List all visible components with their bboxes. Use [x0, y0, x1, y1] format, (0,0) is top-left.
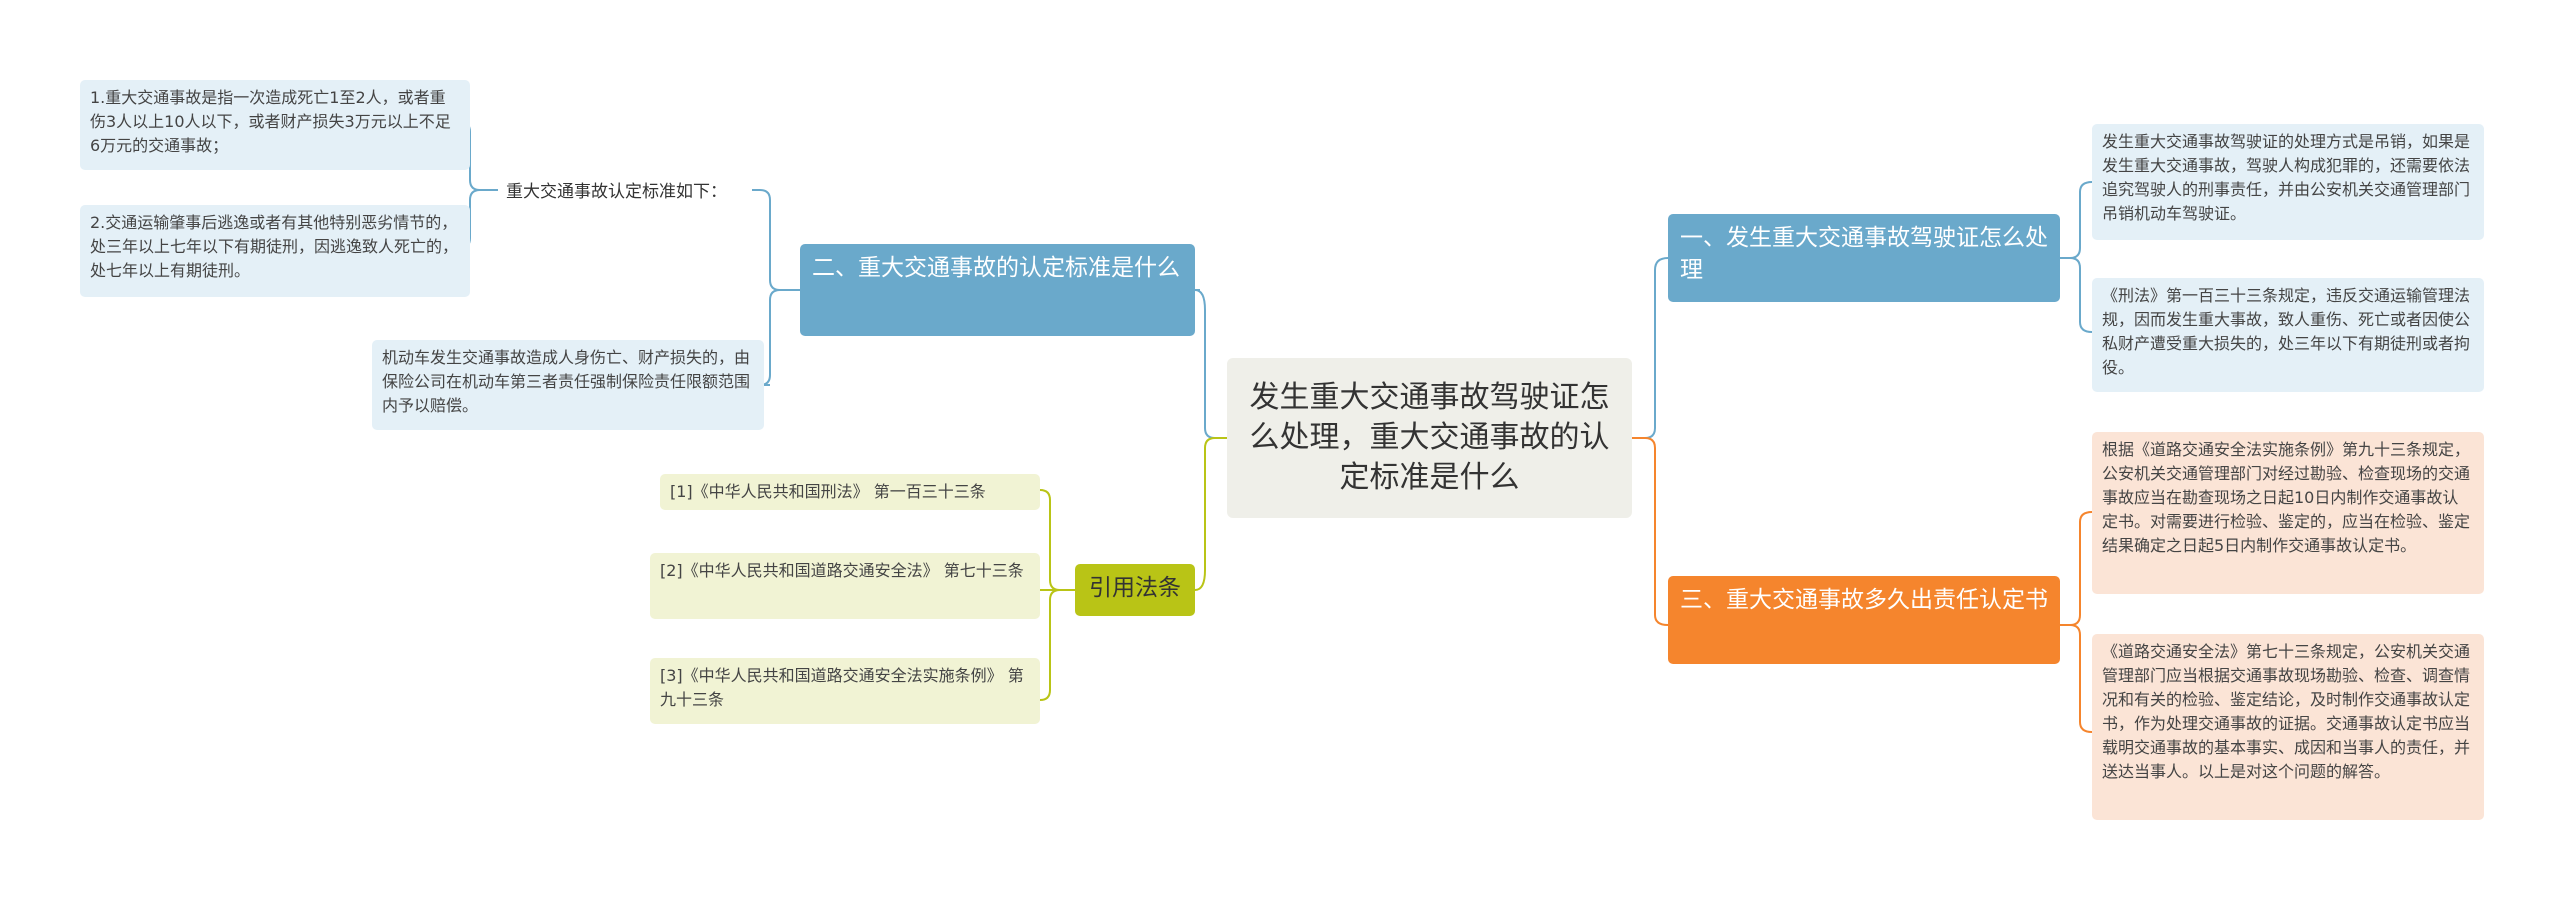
branch-cited-laws-label: 引用法条	[1089, 575, 1181, 601]
branch-responsibility-certificate[interactable]: 三、重大交通事故多久出责任认定书	[1668, 576, 2060, 664]
branch-recognition-standard-label: 二、重大交通事故的认定标准是什么	[812, 255, 1180, 281]
leaf-license-1[interactable]: 发生重大交通事故驾驶证的处理方式是吊销，如果是发生重大交通事故，驾驶人构成犯罪的…	[2092, 124, 2484, 240]
central-topic[interactable]: 发生重大交通事故驾驶证怎么处理，重大交通事故的认定标准是什么	[1227, 358, 1632, 518]
ref-item-3[interactable]: [3]《中华人民共和国道路交通安全法实施条例》 第九十三条	[650, 658, 1040, 724]
leaf-license-2[interactable]: 《刑法》第一百三十三条规定，违反交通运输管理法规，因而发生重大事故，致人重伤、死…	[2092, 278, 2484, 392]
ref-item-1-text: [1]《中华人民共和国刑法》 第一百三十三条	[670, 482, 986, 501]
leaf-standard-1[interactable]: 1.重大交通事故是指一次造成死亡1至2人，或者重伤3人以上10人以下，或者财产损…	[80, 80, 470, 170]
ref-item-1[interactable]: [1]《中华人民共和国刑法》 第一百三十三条	[660, 474, 1040, 510]
branch-cited-laws[interactable]: 引用法条	[1075, 564, 1195, 616]
ref-item-3-text: [3]《中华人民共和国道路交通安全法实施条例》 第九十三条	[660, 666, 1024, 709]
leaf-standard-2-text: 2.交通运输肇事后逃逸或者有其他特别恶劣情节的，处三年以上七年以下有期徒刑，因逃…	[90, 213, 459, 280]
ref-item-2[interactable]: [2]《中华人民共和国道路交通安全法》 第七十三条	[650, 553, 1040, 619]
leaf-license-1-text: 发生重大交通事故驾驶证的处理方式是吊销，如果是发生重大交通事故，驾驶人构成犯罪的…	[2102, 132, 2471, 223]
leaf-standard-2[interactable]: 2.交通运输肇事后逃逸或者有其他特别恶劣情节的，处三年以上七年以下有期徒刑，因逃…	[80, 205, 470, 297]
branch-license-handling-label: 一、发生重大交通事故驾驶证怎么处理	[1680, 225, 2048, 283]
leaf-insurance[interactable]: 机动车发生交通事故造成人身伤亡、财产损失的，由保险公司在机动车第三者责任强制保险…	[372, 340, 764, 430]
leaf-insurance-text: 机动车发生交通事故造成人身伤亡、财产损失的，由保险公司在机动车第三者责任强制保险…	[382, 348, 751, 415]
leaf-certificate-1[interactable]: 根据《道路交通安全法实施条例》第九十三条规定，公安机关交通管理部门对经过勘验、检…	[2092, 432, 2484, 594]
branch-license-handling[interactable]: 一、发生重大交通事故驾驶证怎么处理	[1668, 214, 2060, 302]
leaf-license-2-text: 《刑法》第一百三十三条规定，违反交通运输管理法规，因而发生重大事故，致人重伤、死…	[2102, 286, 2471, 377]
leaf-certificate-1-text: 根据《道路交通安全法实施条例》第九十三条规定，公安机关交通管理部门对经过勘验、检…	[2102, 440, 2471, 555]
branch-responsibility-certificate-label: 三、重大交通事故多久出责任认定书	[1680, 587, 2048, 613]
central-topic-label: 发生重大交通事故驾驶证怎么处理，重大交通事故的认定标准是什么	[1249, 380, 1610, 495]
sub-topic-standard[interactable]: 重大交通事故认定标准如下：	[498, 176, 750, 206]
leaf-certificate-2-text: 《道路交通安全法》第七十三条规定，公安机关交通管理部门应当根据交通事故现场勘验、…	[2102, 642, 2471, 781]
leaf-standard-1-text: 1.重大交通事故是指一次造成死亡1至2人，或者重伤3人以上10人以下，或者财产损…	[90, 88, 451, 155]
ref-item-2-text: [2]《中华人民共和国道路交通安全法》 第七十三条	[660, 561, 1024, 580]
leaf-certificate-2[interactable]: 《道路交通安全法》第七十三条规定，公安机关交通管理部门应当根据交通事故现场勘验、…	[2092, 634, 2484, 820]
sub-topic-standard-label: 重大交通事故认定标准如下：	[506, 182, 727, 202]
branch-recognition-standard[interactable]: 二、重大交通事故的认定标准是什么	[800, 244, 1195, 336]
